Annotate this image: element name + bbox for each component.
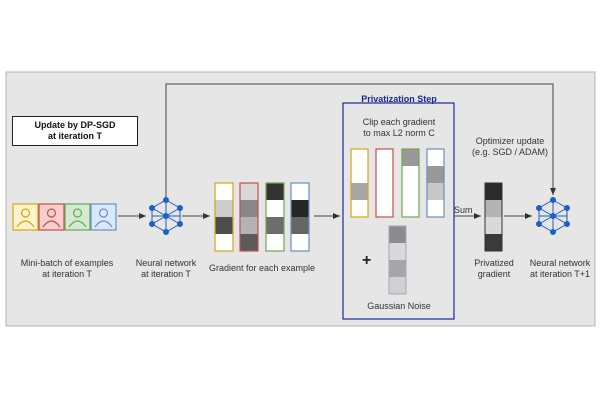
gaussian-noise-label: Gaussian Noise [367,301,431,311]
clipped-gradient [375,148,394,218]
network-left-label-line1: Neural network [135,258,197,268]
user-icon [12,203,39,231]
minibatch-label: Mini-batch of examples at iteration T [8,258,126,280]
optimizer-label-line1: Optimizer update [475,136,545,146]
update-title-box: Update by DP-SGD at iteration T [12,116,138,146]
privatized-label-line2: gradient [477,269,511,279]
feedback-arrow [165,83,556,200]
update-title-line1: Update by DP-SGD [34,120,116,130]
minibatch-label-line1: Mini-batch of examples [20,258,114,268]
user-icon [38,203,65,231]
neural-network-icon [536,197,570,235]
network-right-label-line1: Neural network [529,258,591,268]
clip-label-line2: to max L2 norm C [363,128,435,138]
plus-sign: + [362,252,372,269]
network-right-label-line2: at iteration T+1 [529,269,591,279]
clipped-gradient [350,148,369,218]
privatization-box [342,102,455,320]
user-icon [64,203,91,231]
sum-label: Sum [454,205,473,215]
gradient-vectors [214,182,310,252]
gradient-vector [239,182,259,252]
minibatch-users [12,203,117,231]
neural-network-icon [149,197,183,235]
gaussian-noise-vector [388,225,407,295]
privatized-gradient-vector [484,182,503,252]
network-left-label: Neural network at iteration T [120,258,212,280]
network-left-label-line2: at iteration T [141,269,191,279]
gradient-vector [290,182,310,252]
privatization-title: Privatization Step [361,94,437,104]
optimizer-label-line2: (e.g. SGD / ADAM) [471,147,549,157]
gradient-vector [214,182,234,252]
minibatch-label-line2: at iteration T [42,269,92,279]
user-icon [90,203,117,231]
clip-label-line1: Clip each gradient [362,117,436,127]
clip-label: Clip each gradient to max L2 norm C [344,117,454,139]
update-title-line2: at iteration T [47,131,102,141]
gradient-vector [265,182,285,252]
clipped-gradient [401,148,420,218]
clipped-gradient [426,148,445,218]
gradients-label: Gradient for each example [208,263,316,273]
privatized-label-line1: Privatized [474,258,514,268]
clipped-gradients [350,148,445,218]
privatized-label: Privatized gradient [462,258,526,280]
optimizer-label: Optimizer update (e.g. SGD / ADAM) [458,136,562,158]
network-right-label: Neural network at iteration T+1 [522,258,598,280]
